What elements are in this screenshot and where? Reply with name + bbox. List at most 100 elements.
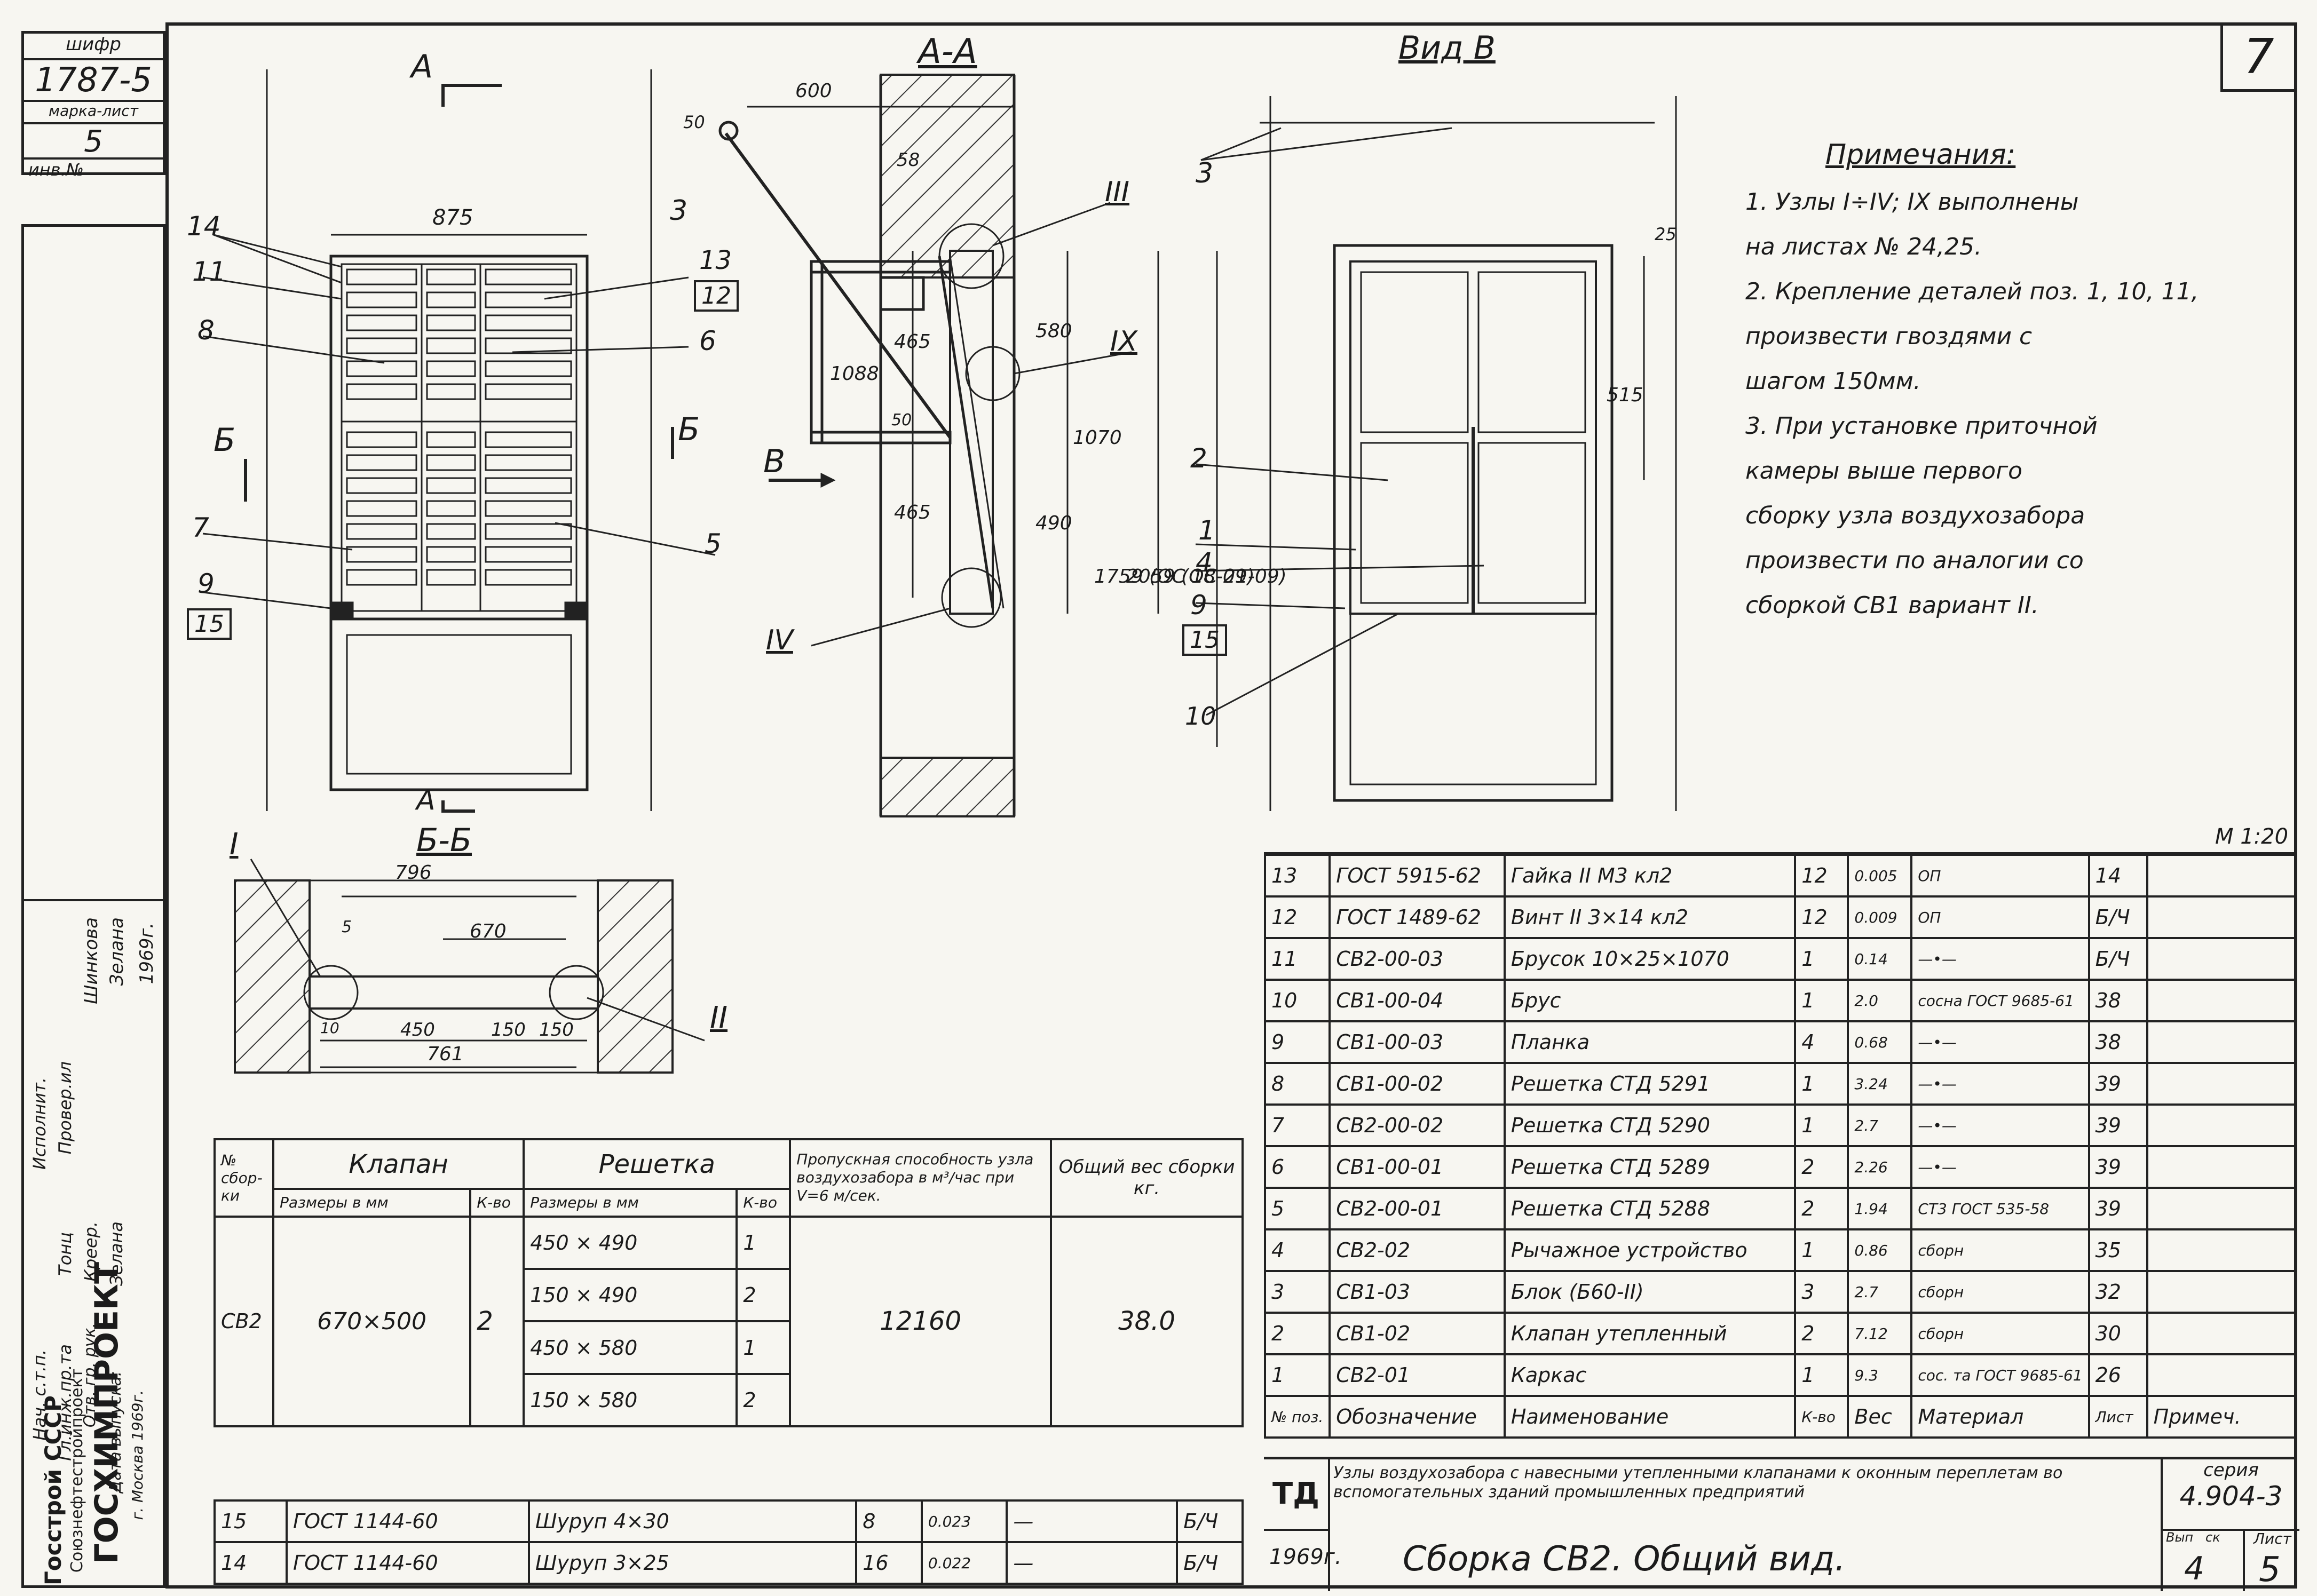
- spec-cell: 5: [1263, 1187, 1331, 1230]
- spec-cell: СВ1-00-04: [1328, 979, 1506, 1022]
- spec-cell: —•—: [1910, 1103, 2090, 1147]
- note-line-6: 3. При установке приточной: [1745, 412, 2098, 440]
- spec-cell: 38: [2087, 1020, 2148, 1064]
- spec-cell: 35: [2087, 1228, 2148, 1272]
- grille-slats: [346, 268, 572, 586]
- spec-cell: СВ2-00-02: [1328, 1103, 1506, 1147]
- title-drawing-name: Сборка СВ2. Общий вид.: [1403, 1539, 1846, 1579]
- screw-cell: 0.022: [920, 1541, 1008, 1585]
- spec-cell: Брусок 10×25×1070: [1503, 937, 1797, 981]
- spec-cell: 2: [1794, 1187, 1849, 1230]
- spec-header-pos: № поз.: [1263, 1395, 1331, 1439]
- spec-cell: СВ1-02: [1328, 1312, 1506, 1355]
- spec-cell: сосна ГОСТ 9685-61: [1910, 979, 2090, 1022]
- spec-cell: 3: [1794, 1270, 1849, 1314]
- spec-cell: СВ1-00-03: [1328, 1020, 1506, 1064]
- screw-cell: 8: [855, 1499, 923, 1543]
- dim-670: 670: [470, 920, 507, 942]
- notes-block: Примечания: 1. Узлы I÷IV; IX выполнены н…: [1745, 139, 2279, 635]
- spec-cell: Рычажное устройство: [1503, 1228, 1797, 1272]
- callout-2: 2: [1190, 443, 1207, 474]
- section-aa: [718, 74, 1218, 817]
- stamp-names-column: Исполнит. Провер.ил Нач. с.т.п. Гл.инж.п…: [24, 899, 168, 1515]
- screw-cell: ГОСТ 1144-60: [285, 1499, 530, 1543]
- marka-value: 5: [24, 124, 163, 160]
- callout-8: 8: [197, 315, 215, 346]
- spec-cell: 32: [2087, 1270, 2148, 1314]
- title-description: Узлы воздухозабора с навесными утепленны…: [1333, 1464, 2063, 1502]
- spec-cell: СТ3 ГОСТ 535-58: [1910, 1187, 2090, 1230]
- title-list: 5: [2259, 1550, 2281, 1590]
- spec-cell: 3: [1263, 1270, 1331, 1314]
- asm-h-capacity: Пропускная способность узла воздухозабор…: [789, 1138, 1053, 1218]
- spec-header-name: Наименование: [1503, 1395, 1797, 1439]
- spec-cell: 0.14: [1847, 937, 1913, 981]
- dim-50b: 50: [891, 411, 912, 430]
- spec-cell: Решетка СТД 5291: [1503, 1062, 1797, 1106]
- asm-h-sizes2: Размеры в мм: [523, 1188, 738, 1218]
- spec-cell: Решетка СТД 5290: [1503, 1103, 1797, 1147]
- asm-h-klapan: Клапан: [272, 1138, 525, 1190]
- dim-2059: 2059 (ОС 21-09): [1126, 566, 1287, 587]
- asm-h-qty1: К-во: [469, 1188, 525, 1218]
- spec-cell: [2146, 1145, 2298, 1189]
- spec-cell: 2: [1263, 1312, 1331, 1355]
- spec-cell: —•—: [1910, 937, 2090, 981]
- spec-cell: СВ1-03: [1328, 1270, 1506, 1314]
- dim-490: 490: [1035, 512, 1072, 534]
- spec-cell: сборн: [1910, 1228, 2090, 1272]
- dim-150b: 150: [539, 1019, 574, 1041]
- spec-cell: 2.26: [1847, 1145, 1913, 1189]
- spec-cell: 39: [2087, 1062, 2148, 1106]
- title-series-box: серия 4.904-3: [2161, 1459, 2299, 1531]
- asm-h-reshetka: Решетка: [523, 1138, 792, 1190]
- spec-cell: 26: [2087, 1353, 2148, 1397]
- spec-cell: —•—: [1910, 1020, 2090, 1064]
- callout-1: 1: [1198, 515, 1215, 546]
- spec-cell: 2: [1794, 1145, 1849, 1189]
- asm-h-no: № сбор-ки: [213, 1138, 274, 1218]
- callout-III: III: [1105, 176, 1130, 208]
- title-series-label: серия: [2203, 1459, 2259, 1481]
- spec-cell: 2.7: [1847, 1270, 1913, 1314]
- spec-cell: ГОСТ 5915-62: [1328, 854, 1506, 898]
- spec-cell: 9: [1263, 1020, 1331, 1064]
- screw-cell: 14: [213, 1541, 288, 1585]
- spec-cell: [2146, 937, 2298, 981]
- callout-I: I: [230, 827, 239, 862]
- dim-796: 796: [395, 862, 432, 884]
- spec-cell: СВ2-00-03: [1328, 937, 1506, 981]
- spec-cell: 1: [1794, 979, 1849, 1022]
- title-year-divider: [1328, 1529, 1330, 1591]
- spec-cell: 8: [1263, 1062, 1331, 1106]
- screw-cell: —: [1006, 1499, 1179, 1543]
- dim-50: 50: [683, 112, 705, 132]
- spec-cell: Планка: [1503, 1020, 1797, 1064]
- assembly-table: № сбор-ки Клапан Решетка Пропускная спос…: [213, 1138, 1244, 1428]
- asm-h-weight: Общий вес сборки кг.: [1050, 1138, 1244, 1218]
- dim-5: 5: [342, 918, 352, 936]
- spec-cell: —•—: [1910, 1145, 2090, 1189]
- screw-cell: Шуруп 3×25: [527, 1541, 858, 1585]
- spec-cell: 1: [1794, 937, 1849, 981]
- dim-450: 450: [400, 1019, 435, 1041]
- spec-cell: 12: [1794, 854, 1849, 898]
- dim-10: 10: [320, 1019, 339, 1037]
- spec-cell: Гайка II М3 кл2: [1503, 854, 1797, 898]
- spec-cell: 14: [2087, 854, 2148, 898]
- asm-weight: 38.0: [1050, 1215, 1244, 1428]
- spec-cell: 3.24: [1847, 1062, 1913, 1106]
- dim-25: 25: [1655, 224, 1677, 244]
- note-line-9: произвести по аналогии со: [1745, 547, 2084, 574]
- spec-cell: 12: [1794, 895, 1849, 939]
- drawing-frame: [165, 22, 2297, 1589]
- spec-cell: 7.12: [1847, 1312, 1913, 1355]
- sheet-number: 7: [2243, 29, 2274, 85]
- marka-label: марка-лист: [24, 102, 163, 124]
- side-stamp: Исполнит. Провер.ил Нач. с.т.п. Гл.инж.п…: [21, 224, 168, 1588]
